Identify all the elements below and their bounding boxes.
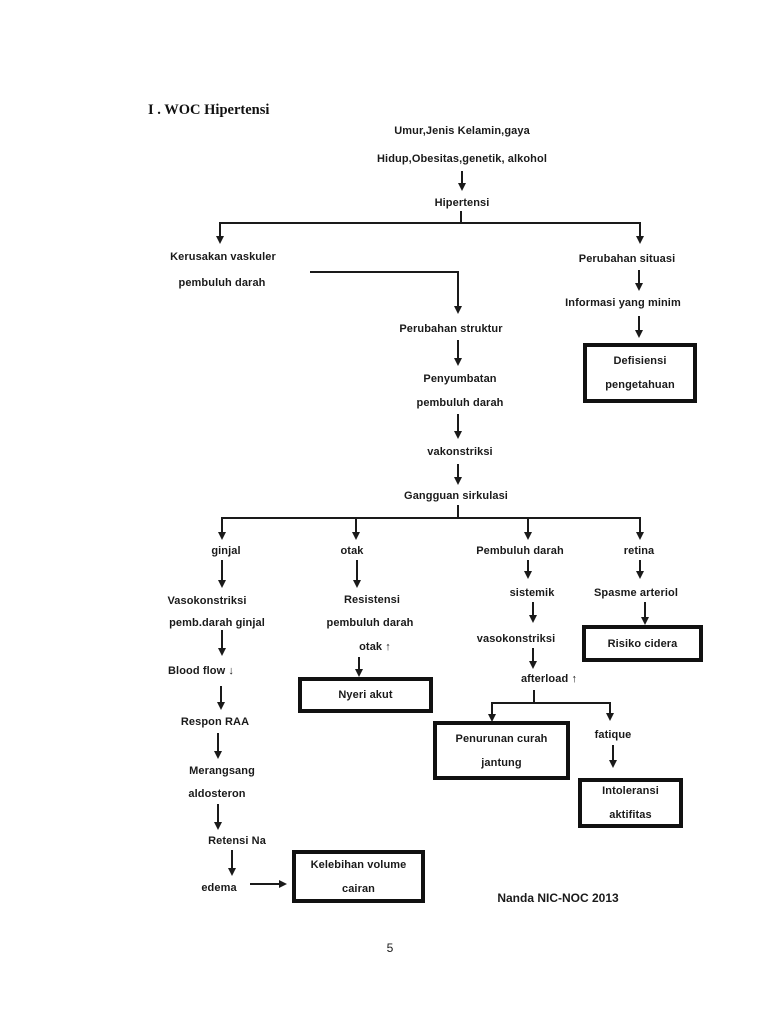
arrow-to-fatique (609, 703, 611, 714)
box-risiko-cidera: Risiko cidera (582, 625, 703, 662)
node-resistensi-line1: Resistensi (343, 594, 401, 606)
node-respon-raa: Respon RAA (180, 716, 250, 728)
node-hipertensi: Hipertensi (434, 197, 490, 209)
reference-citation: Nanda NIC-NOC 2013 (497, 891, 619, 905)
connector-kerusakan-elbow (310, 271, 459, 273)
arrow-edema-to-kelebihan (250, 883, 280, 885)
node-perubahan-struktur: Perubahan struktur (399, 323, 503, 335)
box-penurunan-line1: Penurunan curah (455, 732, 548, 745)
arrow-otak-to-resistensi (356, 560, 358, 581)
arrow-sistemik-to-vasokonstriksi (532, 602, 534, 616)
node-ginjal: ginjal (211, 545, 241, 557)
arrow-to-blood-flow (221, 630, 223, 649)
arrow-ginjal-to-vasokonstriksi (221, 560, 223, 581)
arrow-to-respon-raa (220, 686, 222, 703)
node-retensi-na: Retensi Na (208, 835, 266, 847)
node-otak: otak (340, 545, 364, 557)
connector-organ-branch (221, 517, 641, 519)
box-nyeri-akut: Nyeri akut (298, 677, 433, 713)
arrow-to-ginjal (221, 518, 223, 533)
page-number: 5 (386, 941, 394, 955)
node-edema: edema (201, 882, 237, 894)
box-intoleransi-aktifitas: Intoleransi aktifitas (578, 778, 683, 828)
node-kerusakan-line2: pembuluh darah (178, 277, 266, 289)
node-spasme-arteriol: Spasme arteriol (593, 587, 679, 599)
arrow-to-perubahan-struktur (457, 271, 459, 307)
node-sistemik: sistemik (509, 587, 555, 599)
arrow-to-penurunan (491, 703, 493, 715)
box-kelebihan-line1: Kelebihan volume (310, 858, 407, 871)
arrow-to-merangsang (217, 733, 219, 752)
node-blood-flow: Blood flow ↓ (168, 665, 234, 677)
node-penyumbatan-line2: pembuluh darah (416, 397, 504, 409)
arrow-situasi-to-informasi (638, 270, 640, 284)
box-intoleransi-line1: Intoleransi (602, 785, 659, 797)
node-root-cause-line2: Hidup,Obesitas,genetik, alkohol (377, 153, 547, 165)
node-vasokonstriksi-line1: Vasokonstriksi (167, 595, 247, 607)
connector-gangguan-stem (457, 505, 459, 517)
arrow-to-risiko-cidera (644, 602, 646, 618)
node-gangguan-sirkulasi: Gangguan sirkulasi (404, 490, 508, 502)
node-resistensi-line2: pembuluh darah (326, 617, 414, 629)
node-vasokonstriksi-sistemik: vasokonstriksi (476, 633, 556, 645)
arrow-to-afterload (532, 648, 534, 662)
node-vakonstriksi: vakonstriksi (427, 446, 493, 458)
arrow-cause-to-hipertensi (461, 171, 463, 184)
node-vasokonstriksi-line2: pemb.darah ginjal (169, 617, 265, 629)
arrow-to-pembuluh-darah (527, 518, 529, 533)
node-retina: retina (623, 545, 655, 557)
arrow-pembuluh-to-sistemik (527, 560, 529, 572)
box-defisiensi-pengetahuan: Defisiensi pengetahuan (583, 343, 697, 403)
arrow-fatique-to-intoleransi (612, 745, 614, 761)
node-pembuluh-darah: Pembuluh darah (476, 545, 564, 557)
node-perubahan-situasi: Perubahan situasi (578, 253, 676, 265)
node-penyumbatan-line1: Penyumbatan (423, 373, 497, 385)
node-fatique: fatique (594, 729, 632, 741)
node-root-cause-line1: Umur,Jenis Kelamin,gaya (394, 125, 530, 137)
box-intoleransi-line2: aktifitas (609, 809, 652, 821)
box-defisiensi-line1: Defisiensi (613, 355, 667, 367)
connector-afterload-stem (533, 690, 535, 703)
arrow-retina-to-spasme (639, 560, 641, 572)
box-nyeri-akut-label: Nyeri akut (338, 689, 393, 701)
node-merangsang-line2: aldosteron (188, 788, 246, 800)
arrow-to-retina (639, 518, 641, 533)
connector-main-branch (219, 222, 641, 224)
arrow-to-kerusakan (219, 223, 221, 237)
connector-afterload-branch (491, 702, 611, 704)
box-kelebihan-volume-cairan: Kelebihan volume cairan (292, 850, 425, 903)
arrow-informasi-to-defisiensi (638, 316, 640, 331)
page-title: I . WOC Hipertensi (148, 102, 270, 118)
box-defisiensi-line2: pengetahuan (605, 379, 675, 391)
node-merangsang-line1: Merangsang (189, 765, 255, 777)
arrow-to-otak (355, 518, 357, 533)
box-risiko-cidera-label: Risiko cidera (607, 637, 678, 650)
box-penurunan-curah-jantung: Penurunan curah jantung (433, 721, 570, 780)
arrow-vakonstriksi-to-gangguan (457, 464, 459, 478)
node-kerusakan-line1: Kerusakan vaskuler (170, 251, 276, 263)
connector-hipertensi-stem (460, 211, 462, 222)
arrow-to-perubahan-situasi (639, 223, 641, 237)
arrow-to-retensi-na (217, 804, 219, 823)
node-resistensi-line3: otak ↑ (359, 641, 391, 653)
arrow-struktur-to-penyumbatan (457, 340, 459, 359)
arrow-to-nyeri-akut (358, 657, 360, 670)
box-kelebihan-line2: cairan (341, 882, 375, 895)
node-afterload: afterload ↑ (520, 673, 578, 685)
node-informasi: Informasi yang minim (565, 297, 681, 309)
arrow-penyumbatan-to-vakonstriksi (457, 414, 459, 432)
box-penurunan-line2: jantung (481, 756, 522, 769)
arrow-to-edema (231, 850, 233, 869)
